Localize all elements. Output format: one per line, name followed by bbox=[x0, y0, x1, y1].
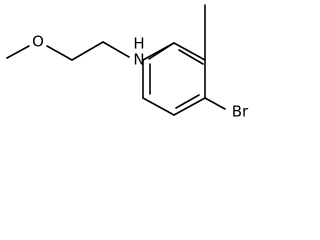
atom-label-bromine: Br bbox=[232, 103, 249, 121]
bond-ring-c6-c1 bbox=[142, 42, 175, 61]
bond-ring-c4-c5 bbox=[142, 97, 175, 116]
bond-ring-c1-c2-inner bbox=[178, 49, 204, 65]
bond-methyl-oxygen bbox=[6, 45, 30, 59]
bond-ring-c3-c4 bbox=[173, 97, 206, 116]
molecule-structure: O H N Br bbox=[6, 4, 249, 121]
bond-oxygen-ch2 bbox=[46, 45, 73, 61]
bond-ring-c3-c4-inner bbox=[175, 94, 200, 109]
atom-label-nitrogen: N bbox=[133, 51, 144, 69]
atom-label-hydrogen: H bbox=[133, 35, 144, 53]
atom-label-oxygen: O bbox=[32, 33, 44, 51]
bond-ring-bromine bbox=[204, 97, 226, 110]
bond-ch2-nitrogen bbox=[102, 41, 130, 58]
bond-ch2-ch2 bbox=[71, 41, 104, 61]
bond-ring-c1-c2 bbox=[173, 42, 206, 61]
